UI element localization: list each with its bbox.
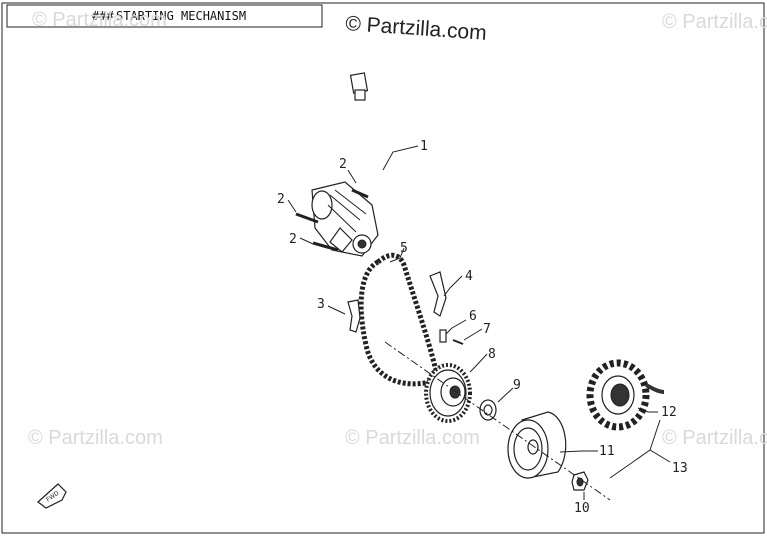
leader-lines <box>287 145 671 500</box>
page-title: STARTING MECHANISM <box>116 9 246 23</box>
woodruff-key <box>439 329 447 343</box>
callout-11: 11 <box>599 444 615 459</box>
chain-guide <box>347 299 361 333</box>
starter-sprocket <box>424 363 472 423</box>
chain-tensioner <box>429 271 447 317</box>
callout-6: 6 <box>469 309 477 324</box>
stator <box>586 359 665 431</box>
watermark-top-right: © Partzilla.com <box>662 11 767 33</box>
one-way-bearing <box>479 399 497 421</box>
callout-12: 12 <box>661 405 677 420</box>
starter-motor <box>311 181 379 257</box>
callout-9: 9 <box>513 378 521 393</box>
watermark-bottom-left: © Partzilla.com <box>28 427 163 449</box>
starter-cable <box>349 72 384 211</box>
callout-4: 4 <box>465 269 473 284</box>
pin <box>452 339 464 345</box>
front-direction-arrow: FWD <box>37 483 67 509</box>
callout-13: 13 <box>672 461 688 476</box>
watermark-main: © Partzilla.com <box>345 12 488 45</box>
title-prefix: ### <box>92 9 114 23</box>
watermark-bottom-center: © Partzilla.com <box>345 427 480 449</box>
callout-2-top: 2 <box>339 157 347 172</box>
callout-8: 8 <box>488 347 496 362</box>
callout-7: 7 <box>483 322 491 337</box>
callout-1: 1 <box>420 139 428 154</box>
assembly-axis <box>384 341 611 501</box>
callout-10: 10 <box>574 501 590 516</box>
flywheel <box>507 411 567 479</box>
flywheel-nut <box>571 471 589 491</box>
drive-chain <box>358 252 441 387</box>
callout-2-bottom: 2 <box>289 232 297 247</box>
mounting-bolts <box>295 188 369 252</box>
callout-3: 3 <box>317 297 325 312</box>
watermark-top-left: © Partzilla.com <box>32 9 167 31</box>
callout-5: 5 <box>400 241 408 256</box>
callout-2-middle: 2 <box>277 192 285 207</box>
title-box <box>6 4 323 28</box>
watermark-bottom-right: © Partzilla.com <box>662 427 767 449</box>
